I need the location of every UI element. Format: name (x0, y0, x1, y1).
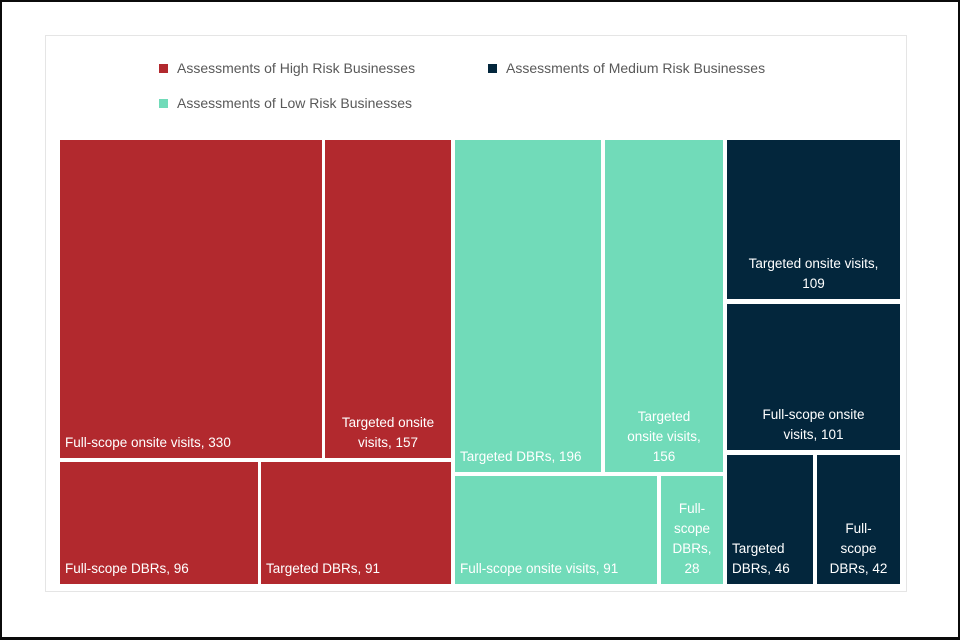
tile-label-line: onsite visits, (627, 429, 701, 444)
treemap-tile[interactable]: Targeted DBRs, 196 (455, 140, 601, 472)
treemap-tile[interactable]: Full-scope onsite visits, 91 (455, 476, 657, 584)
tile-label-line: scope (840, 541, 877, 556)
treemap-tile[interactable]: Targeted DBRs, 91 (261, 462, 451, 584)
tile-label-line: Full-scope onsite (762, 407, 865, 422)
tile-label-line: Targeted (637, 409, 691, 424)
legend-item-high-risk[interactable]: Assessments of High Risk Businesses (159, 60, 488, 76)
tile-label-line: scope (673, 521, 711, 536)
tile-label-line: Targeted onsite (341, 415, 435, 430)
treemap-tile[interactable]: Targeted onsite visits, 109 (727, 140, 900, 299)
legend-item-medium-risk[interactable]: Assessments of Medium Risk Businesses (488, 60, 765, 76)
tile-label-line: Full-scope onsite visits, 330 (65, 435, 231, 450)
legend-item-low-risk[interactable]: Assessments of Low Risk Businesses (159, 95, 412, 111)
legend-swatch-medium-risk-icon (488, 63, 497, 73)
legend-label-high-risk: Assessments of High Risk Businesses (177, 60, 416, 76)
treemap-tile[interactable]: Full-scope onsite visits, 330 (60, 140, 322, 458)
tile-label-line: Targeted onsite visits, (748, 256, 879, 271)
tile-label-line: Full-scope DBRs, 96 (65, 561, 189, 576)
tile-label-line: Full- (845, 521, 872, 536)
legend-swatch-high-risk-icon (159, 63, 168, 73)
treemap-tile[interactable]: Full-scope DBRs, 96 (60, 462, 258, 584)
tile-label-line: 109 (802, 276, 825, 291)
tile-label-line: visits, 157 (357, 435, 419, 450)
tile-label-line: Full-scope onsite visits, 91 (460, 561, 619, 576)
chart-card: Assessments of High Risk Businesses Asse… (45, 35, 907, 592)
tile-label-line: DBRs, (672, 541, 712, 556)
tile-label-line: DBRs, 42 (829, 561, 888, 576)
tile-label-line: Targeted DBRs, 196 (460, 449, 582, 464)
tile-label-line: visits, 101 (783, 427, 844, 442)
tile-label-line: 28 (684, 561, 700, 576)
legend-row-1: Assessments of High Risk Businesses Asse… (159, 60, 765, 76)
treemap-tile[interactable]: Full-scope onsite visits, 101 (727, 304, 900, 450)
legend-label-low-risk: Assessments of Low Risk Businesses (177, 95, 412, 111)
treemap-tile[interactable]: Targeted onsite visits, 157 (325, 140, 451, 458)
legend-swatch-low-risk-icon (159, 98, 168, 108)
tile-label-line: DBRs, 46 (732, 561, 790, 576)
legend-label-medium-risk: Assessments of Medium Risk Businesses (506, 60, 766, 76)
tile-label-line: 156 (652, 449, 676, 464)
tile-label-line: Targeted DBRs, 91 (266, 561, 381, 576)
treemap-tile[interactable]: Targeted onsite visits, 156 (605, 140, 723, 472)
tile-label-line: Full- (678, 501, 706, 516)
legend-row-2: Assessments of Low Risk Businesses (159, 95, 765, 111)
tile-label-line: Targeted (732, 541, 785, 556)
chart-legend: Assessments of High Risk Businesses Asse… (159, 60, 765, 111)
